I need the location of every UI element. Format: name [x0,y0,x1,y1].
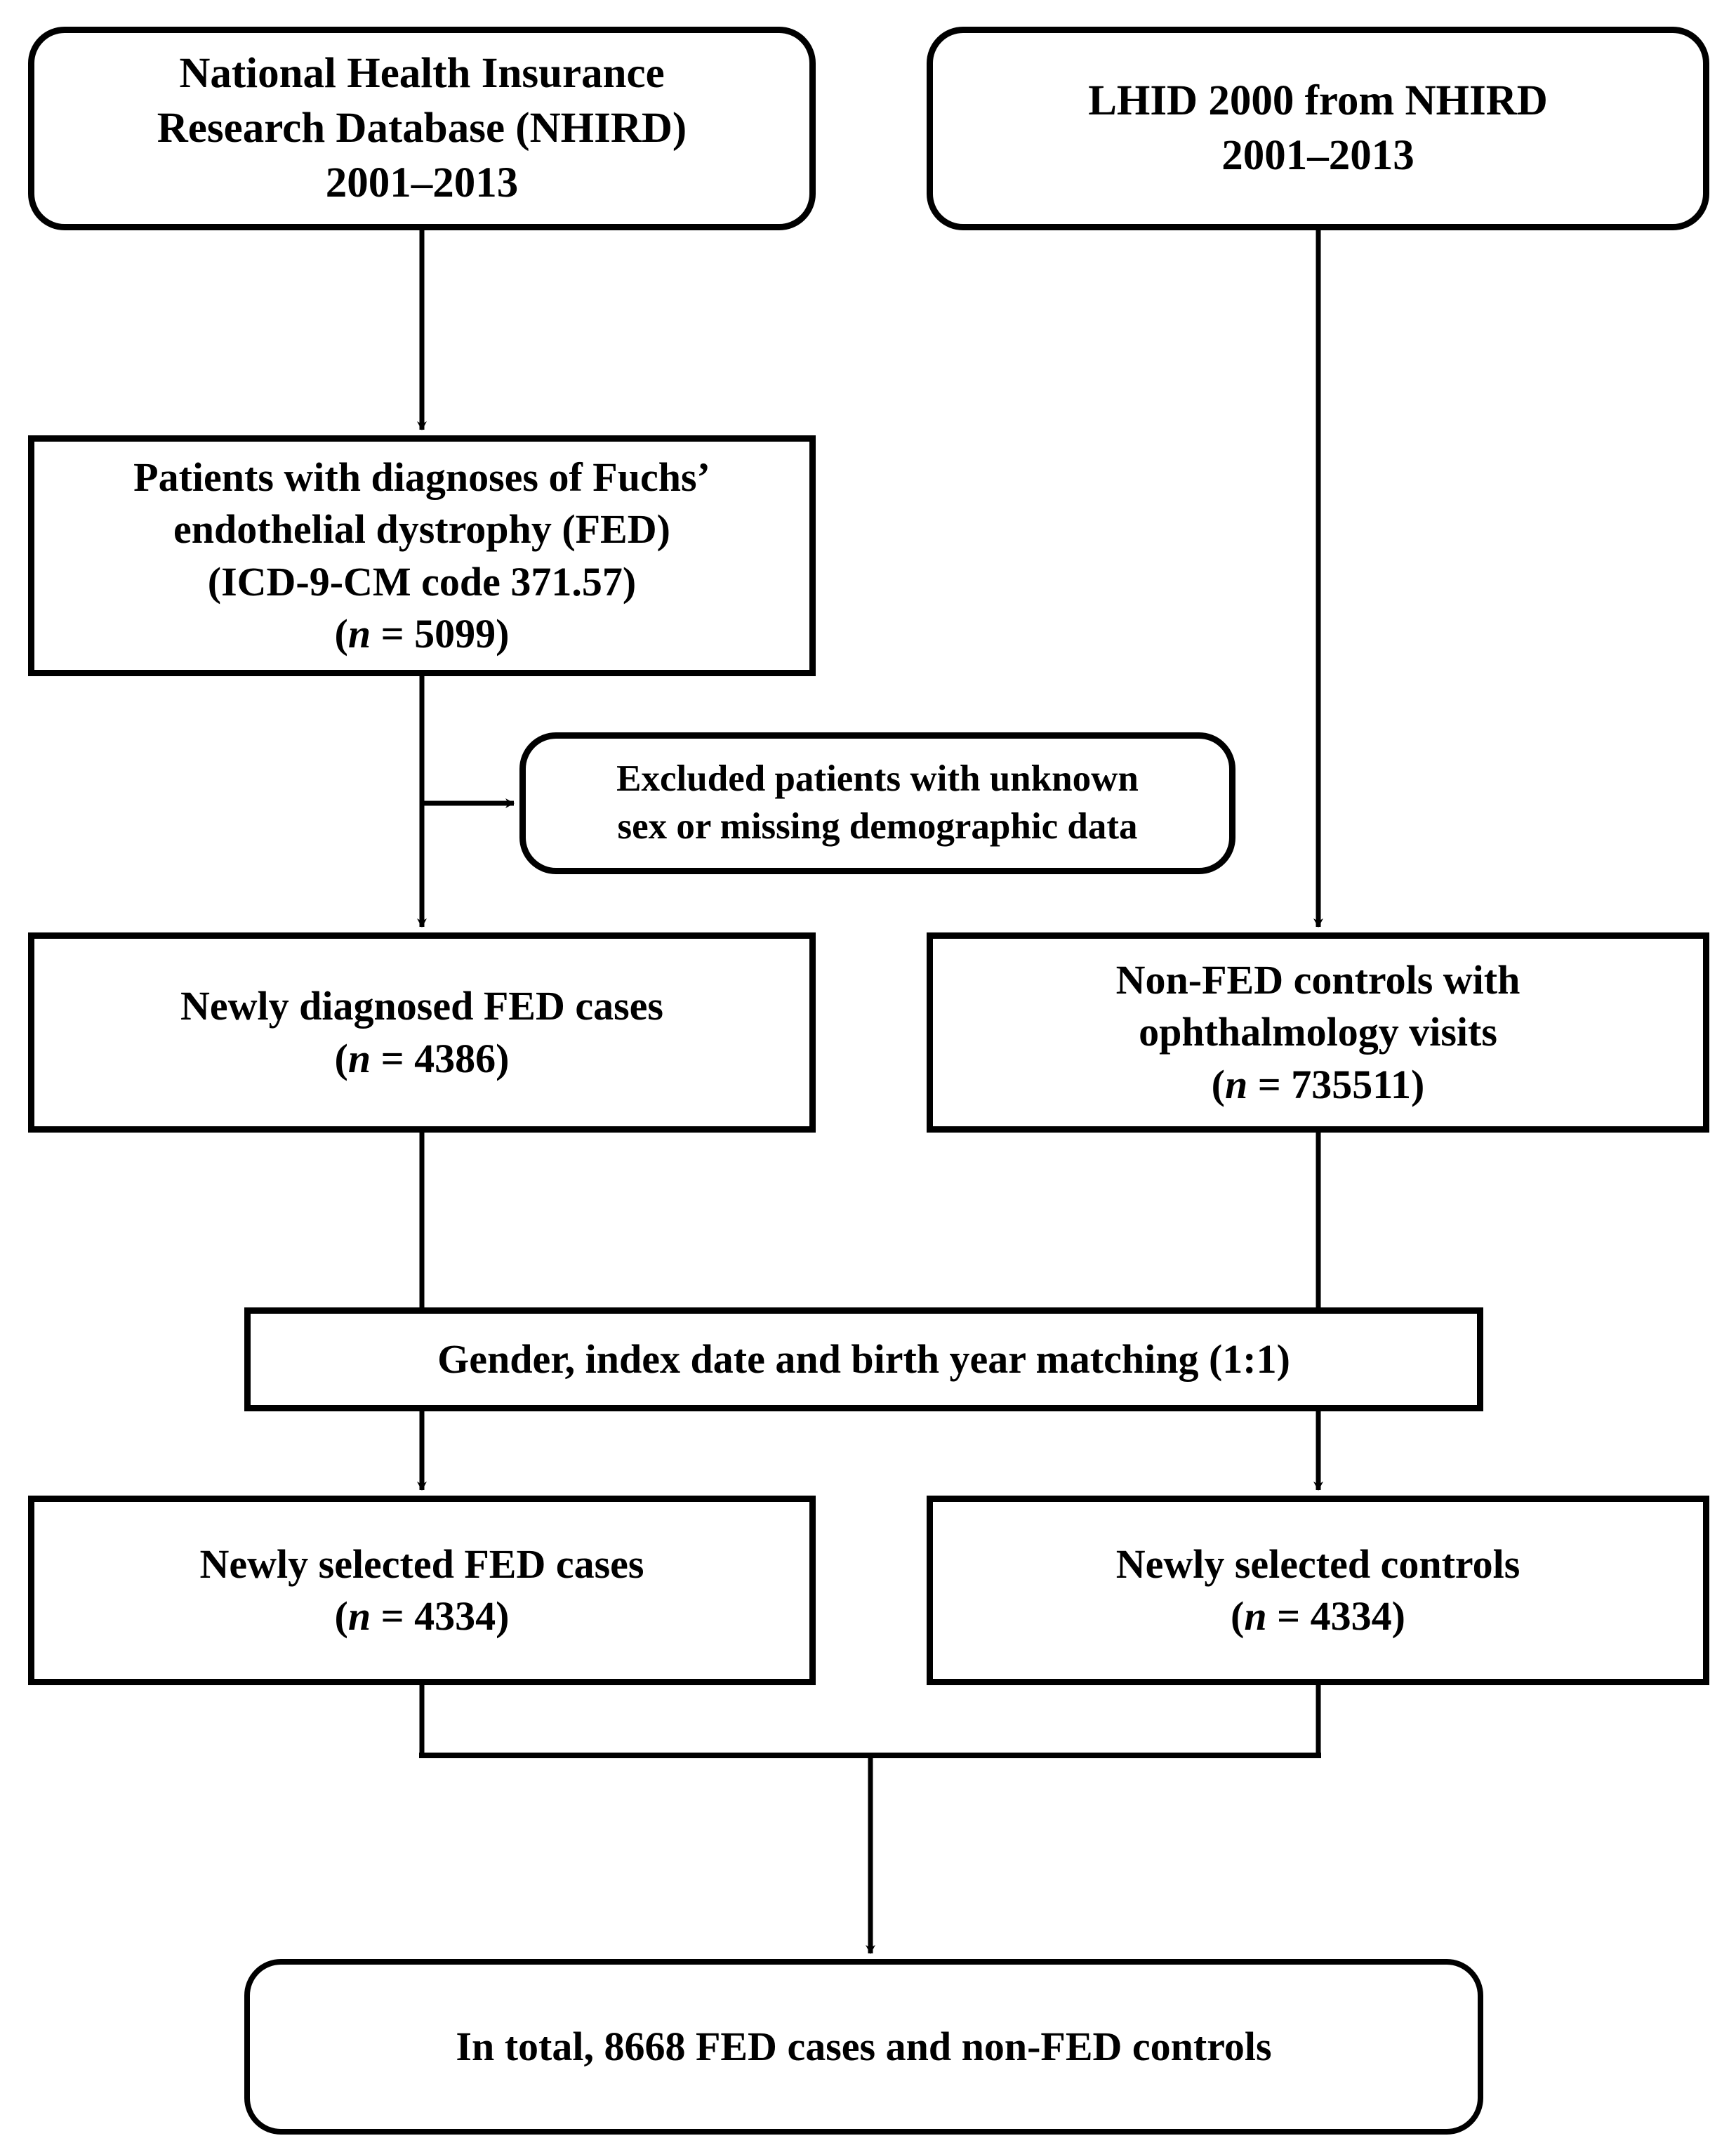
count-prefix: ( [334,610,348,657]
node-newly-diagnosed-fed-cases-line-1: Newly diagnosed FED cases [180,983,663,1029]
node-nhird-text: National Health Insurance Research Datab… [34,46,809,211]
node-newly-selected-controls-text: Newly selected controls (n = 4334) [933,1538,1703,1642]
node-fed-diagnoses-line-2: endothelial dystrophy (FED) [173,506,670,553]
count-symbol: n [1244,1593,1267,1639]
count-prefix: ( [1211,1061,1225,1107]
node-newly-diagnosed-fed-cases-count: (n = 4386) [53,1033,791,1085]
node-lhid-text: LHID 2000 from NHIRD 2001–2013 [933,74,1703,183]
node-excluded-patients-line-2: sex or missing demographic data [617,806,1138,847]
node-nhird[interactable]: National Health Insurance Research Datab… [28,27,816,230]
node-newly-selected-controls-count: (n = 4334) [951,1590,1685,1642]
count-prefix: ( [334,1593,348,1639]
node-fed-diagnoses[interactable]: Patients with diagnoses of Fuchs’ endoth… [28,435,816,676]
node-total-cohort-line-1: In total, 8668 FED cases and non-FED con… [456,2023,1272,2069]
node-non-fed-controls-count: (n = 735511) [951,1059,1685,1111]
node-newly-selected-fed-cases-text: Newly selected FED cases (n = 4334) [34,1538,809,1642]
node-fed-diagnoses-text: Patients with diagnoses of Fuchs’ endoth… [34,451,809,660]
node-non-fed-controls[interactable]: Non-FED controls with ophthalmology visi… [927,932,1709,1133]
node-matching-criteria[interactable]: Gender, index date and birth year matchi… [244,1307,1483,1411]
node-lhid-line-1: LHID 2000 from NHIRD [1088,77,1548,124]
node-newly-selected-controls-line-1: Newly selected controls [1115,1541,1520,1587]
count-value: = 4386) [371,1035,510,1081]
node-newly-selected-fed-cases-count: (n = 4334) [53,1590,791,1642]
node-nhird-line-3: 2001–2013 [325,159,519,207]
count-value: = 4334) [371,1593,510,1639]
node-newly-selected-fed-cases-line-1: Newly selected FED cases [199,1541,644,1587]
count-value: = 735511) [1247,1061,1425,1107]
node-non-fed-controls-line-1: Non-FED controls with [1115,957,1520,1003]
node-total-cohort-text: In total, 8668 FED cases and non-FED con… [250,2021,1478,2073]
node-excluded-patients[interactable]: Excluded patients with unknown sex or mi… [519,732,1235,874]
node-nhird-line-1: National Health Insurance [179,49,665,97]
node-newly-diagnosed-fed-cases[interactable]: Newly diagnosed FED cases (n = 4386) [28,932,816,1133]
node-fed-diagnoses-line-3: (ICD-9-CM code 371.57) [207,558,637,605]
node-newly-selected-fed-cases[interactable]: Newly selected FED cases (n = 4334) [28,1496,816,1685]
count-prefix: ( [334,1035,348,1081]
node-fed-diagnoses-count: (n = 5099) [53,608,791,660]
node-total-cohort[interactable]: In total, 8668 FED cases and non-FED con… [244,1959,1483,2135]
node-excluded-patients-line-1: Excluded patients with unknown [616,758,1139,800]
count-value: = 4334) [1266,1593,1405,1639]
node-nhird-line-2: Research Database (NHIRD) [157,104,687,152]
node-excluded-patients-text: Excluded patients with unknown sex or mi… [526,756,1229,851]
count-prefix: ( [1231,1593,1245,1639]
count-symbol: n [347,610,371,657]
count-value: = 5099) [371,610,510,657]
node-fed-diagnoses-line-1: Patients with diagnoses of Fuchs’ [133,454,710,501]
count-symbol: n [347,1593,371,1639]
count-symbol: n [347,1035,371,1081]
node-non-fed-controls-line-2: ophthalmology visits [1139,1009,1497,1055]
node-matching-criteria-text: Gender, index date and birth year matchi… [251,1333,1477,1385]
count-symbol: n [1224,1061,1248,1107]
node-newly-selected-controls[interactable]: Newly selected controls (n = 4334) [927,1496,1709,1685]
node-matching-criteria-line-1: Gender, index date and birth year matchi… [437,1335,1290,1382]
node-lhid-line-2: 2001–2013 [1221,132,1414,179]
node-lhid[interactable]: LHID 2000 from NHIRD 2001–2013 [927,27,1709,230]
node-newly-diagnosed-fed-cases-text: Newly diagnosed FED cases (n = 4386) [34,980,809,1084]
node-non-fed-controls-text: Non-FED controls with ophthalmology visi… [933,954,1703,1111]
